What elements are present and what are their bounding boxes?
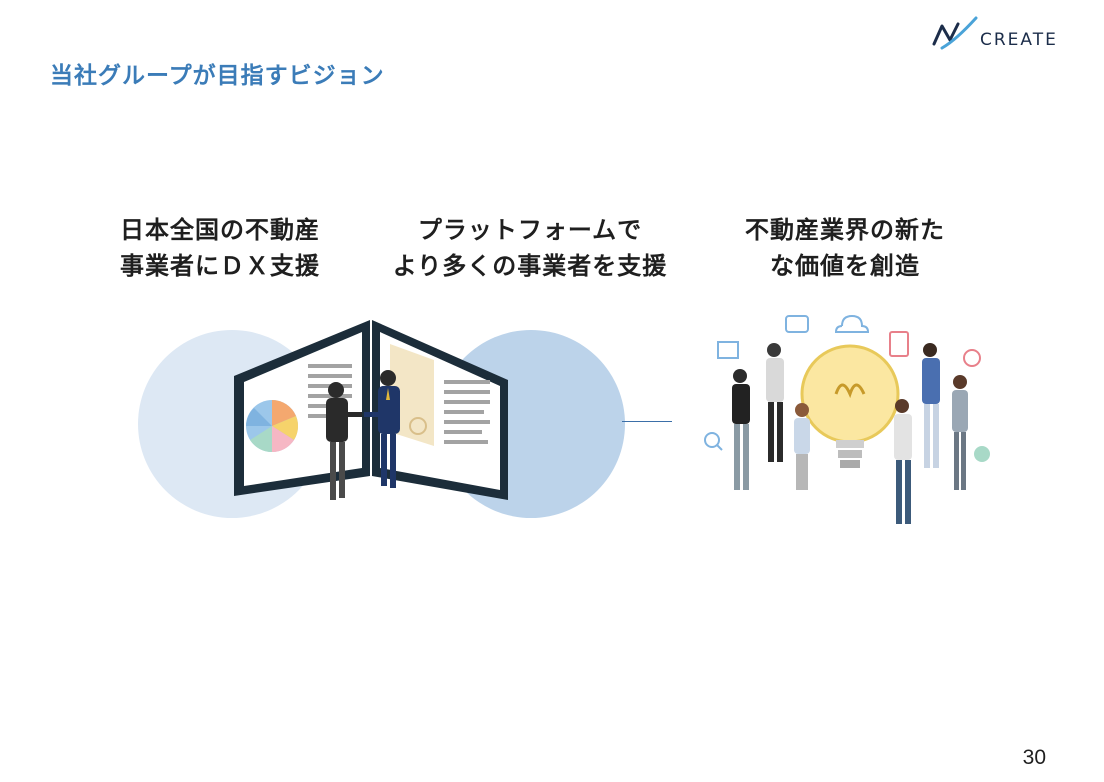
slide-title: 当社グループが目指すビジョン	[50, 63, 385, 89]
person-icon	[922, 343, 940, 468]
person-icon	[766, 343, 784, 462]
gear-icon	[963, 349, 981, 367]
vision-heading-new-value: 不動産業界の新た な価値を創造	[710, 212, 980, 284]
vision-heading-line: 不動産業界の新た	[745, 216, 945, 244]
vision-heading-line: より多くの事業者を支援	[392, 252, 668, 280]
chart-icon	[717, 341, 739, 359]
vision-heading-line: プラットフォームで	[417, 216, 643, 244]
logo-text: CREATE	[980, 30, 1058, 50]
vision-heading-dx-support: 日本全国の不動産 事業者にＤＸ支援	[90, 212, 350, 284]
vision-heading-line: 日本全国の不動産	[120, 216, 320, 244]
pie-chart-icon	[246, 400, 299, 453]
user-icon	[974, 446, 990, 462]
person-icon	[794, 403, 810, 490]
person-icon	[894, 399, 912, 524]
create-logo-mark-icon	[932, 16, 978, 50]
connector-line	[622, 421, 672, 422]
person-icon	[732, 369, 750, 490]
dx-book-illustration	[234, 320, 508, 500]
vision-heading-line: な価値を創造	[770, 252, 920, 280]
chat-bubble-icon	[785, 315, 809, 333]
team-lightbulb-illustration	[704, 314, 990, 524]
businessman-icon	[326, 382, 362, 500]
cloud-icon	[834, 314, 870, 333]
search-icon	[704, 432, 723, 451]
vision-heading-platform: プラットフォームで より多くの事業者を支援	[370, 212, 690, 284]
create-logo: CREATE	[930, 14, 1060, 56]
page-number: 30	[1022, 746, 1046, 769]
businessman-icon	[364, 370, 400, 488]
checklist-icon	[889, 331, 909, 357]
vision-heading-line: 事業者にＤＸ支援	[120, 252, 320, 280]
person-icon	[952, 375, 968, 490]
light-bulb-icon	[800, 344, 900, 468]
